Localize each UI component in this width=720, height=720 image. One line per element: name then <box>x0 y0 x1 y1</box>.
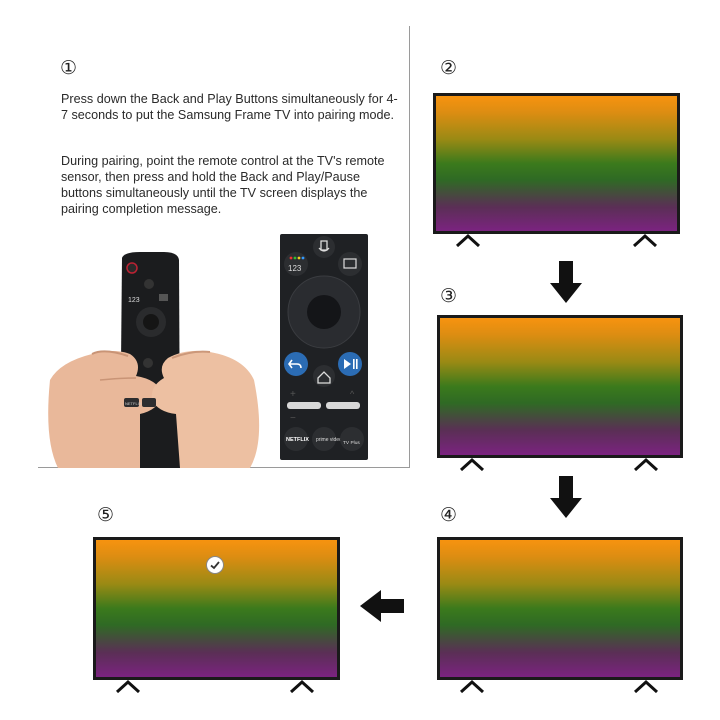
hand-holding-remote-image: 123 NETFLIX <box>48 252 260 468</box>
tv-stand-left <box>459 679 485 693</box>
tv-stand-left <box>115 679 141 693</box>
tv-stand-right <box>289 679 315 693</box>
step-5-number: ⑤ <box>97 504 115 526</box>
tv-step-2 <box>433 93 680 247</box>
arrow-down-icon <box>550 261 582 303</box>
vertical-divider <box>409 26 410 468</box>
tv-screen <box>433 93 680 234</box>
tv-stand-right <box>632 233 658 247</box>
step-1-instruction: Press down the Back and Play Buttons sim… <box>61 92 398 122</box>
step-1-pairing-instruction: During pairing, point the remote control… <box>61 154 385 216</box>
tv-stand-left <box>459 457 485 471</box>
tv-step-5 <box>93 537 340 693</box>
tv-stand-left <box>455 233 481 247</box>
tv-screen <box>437 315 683 458</box>
remote-123-label: 123 <box>288 264 302 273</box>
tv-step-3 <box>437 315 683 471</box>
tv-step-4 <box>437 537 683 693</box>
step-4-number: ④ <box>440 504 458 526</box>
svg-text:^: ^ <box>350 389 355 399</box>
remote-control-closeup: 123 + ^ − NETFLIX prime video TV Plus <box>280 234 368 460</box>
tv-stand-right <box>633 679 659 693</box>
svg-text:−: − <box>290 413 296 424</box>
tv-plus-button-label: TV Plus <box>343 440 360 446</box>
tv-stand-right <box>633 457 659 471</box>
arrow-down-icon <box>550 476 582 518</box>
photo-remote-netflix-label: NETFLIX <box>125 401 142 406</box>
pairing-complete-check-icon <box>206 556 224 574</box>
tv-screen <box>437 537 683 680</box>
step-3-number: ③ <box>440 285 458 307</box>
netflix-button-label: NETFLIX <box>286 437 309 443</box>
photo-remote-123-label: 123 <box>128 297 140 304</box>
arrow-left-icon <box>360 590 404 622</box>
step-2-number: ② <box>440 57 458 79</box>
svg-text:+: + <box>290 389 296 400</box>
prime-video-button-label: prime video <box>316 437 342 443</box>
step-1-number: ① <box>60 57 78 79</box>
